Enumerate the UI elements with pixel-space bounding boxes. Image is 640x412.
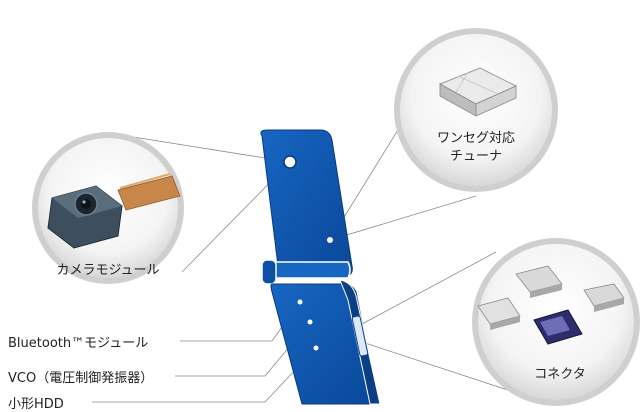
leader-camera-top (107, 132, 291, 163)
leader-tuner-bottom (329, 195, 477, 241)
camera-module-label: カメラモジュール (56, 263, 160, 278)
vco-label: VCO（電圧制御発振器） (8, 371, 154, 386)
phone-lower-half (270, 279, 381, 405)
phone-hinge (261, 259, 351, 285)
tuner-callout (394, 28, 558, 192)
camera-callout (32, 132, 184, 284)
camera-module-illustration (47, 173, 181, 249)
connector-label: コネクタ (534, 367, 586, 382)
connector-parts-illustration (477, 265, 625, 345)
bluetooth-module-label: Bluetooth™モジュール (8, 336, 149, 351)
vco-dot (307, 319, 313, 325)
connector-callout (472, 238, 640, 406)
tuner-module-illustration (438, 67, 518, 117)
tuner-label-line2: チューナ (449, 149, 503, 164)
camera-lens-dot (283, 155, 297, 169)
tuner-label-line1: ワンセグ対応 (436, 131, 516, 146)
leader-connector-top (361, 251, 497, 325)
small-hdd-label: 小形HDD (8, 397, 64, 412)
phone-upper-half (260, 129, 353, 277)
leader-connector-bottom (361, 341, 533, 399)
connector-slot (351, 315, 369, 357)
tuner-dot (327, 237, 333, 243)
bluetooth-dot (297, 299, 303, 305)
hdd-dot (313, 345, 319, 351)
